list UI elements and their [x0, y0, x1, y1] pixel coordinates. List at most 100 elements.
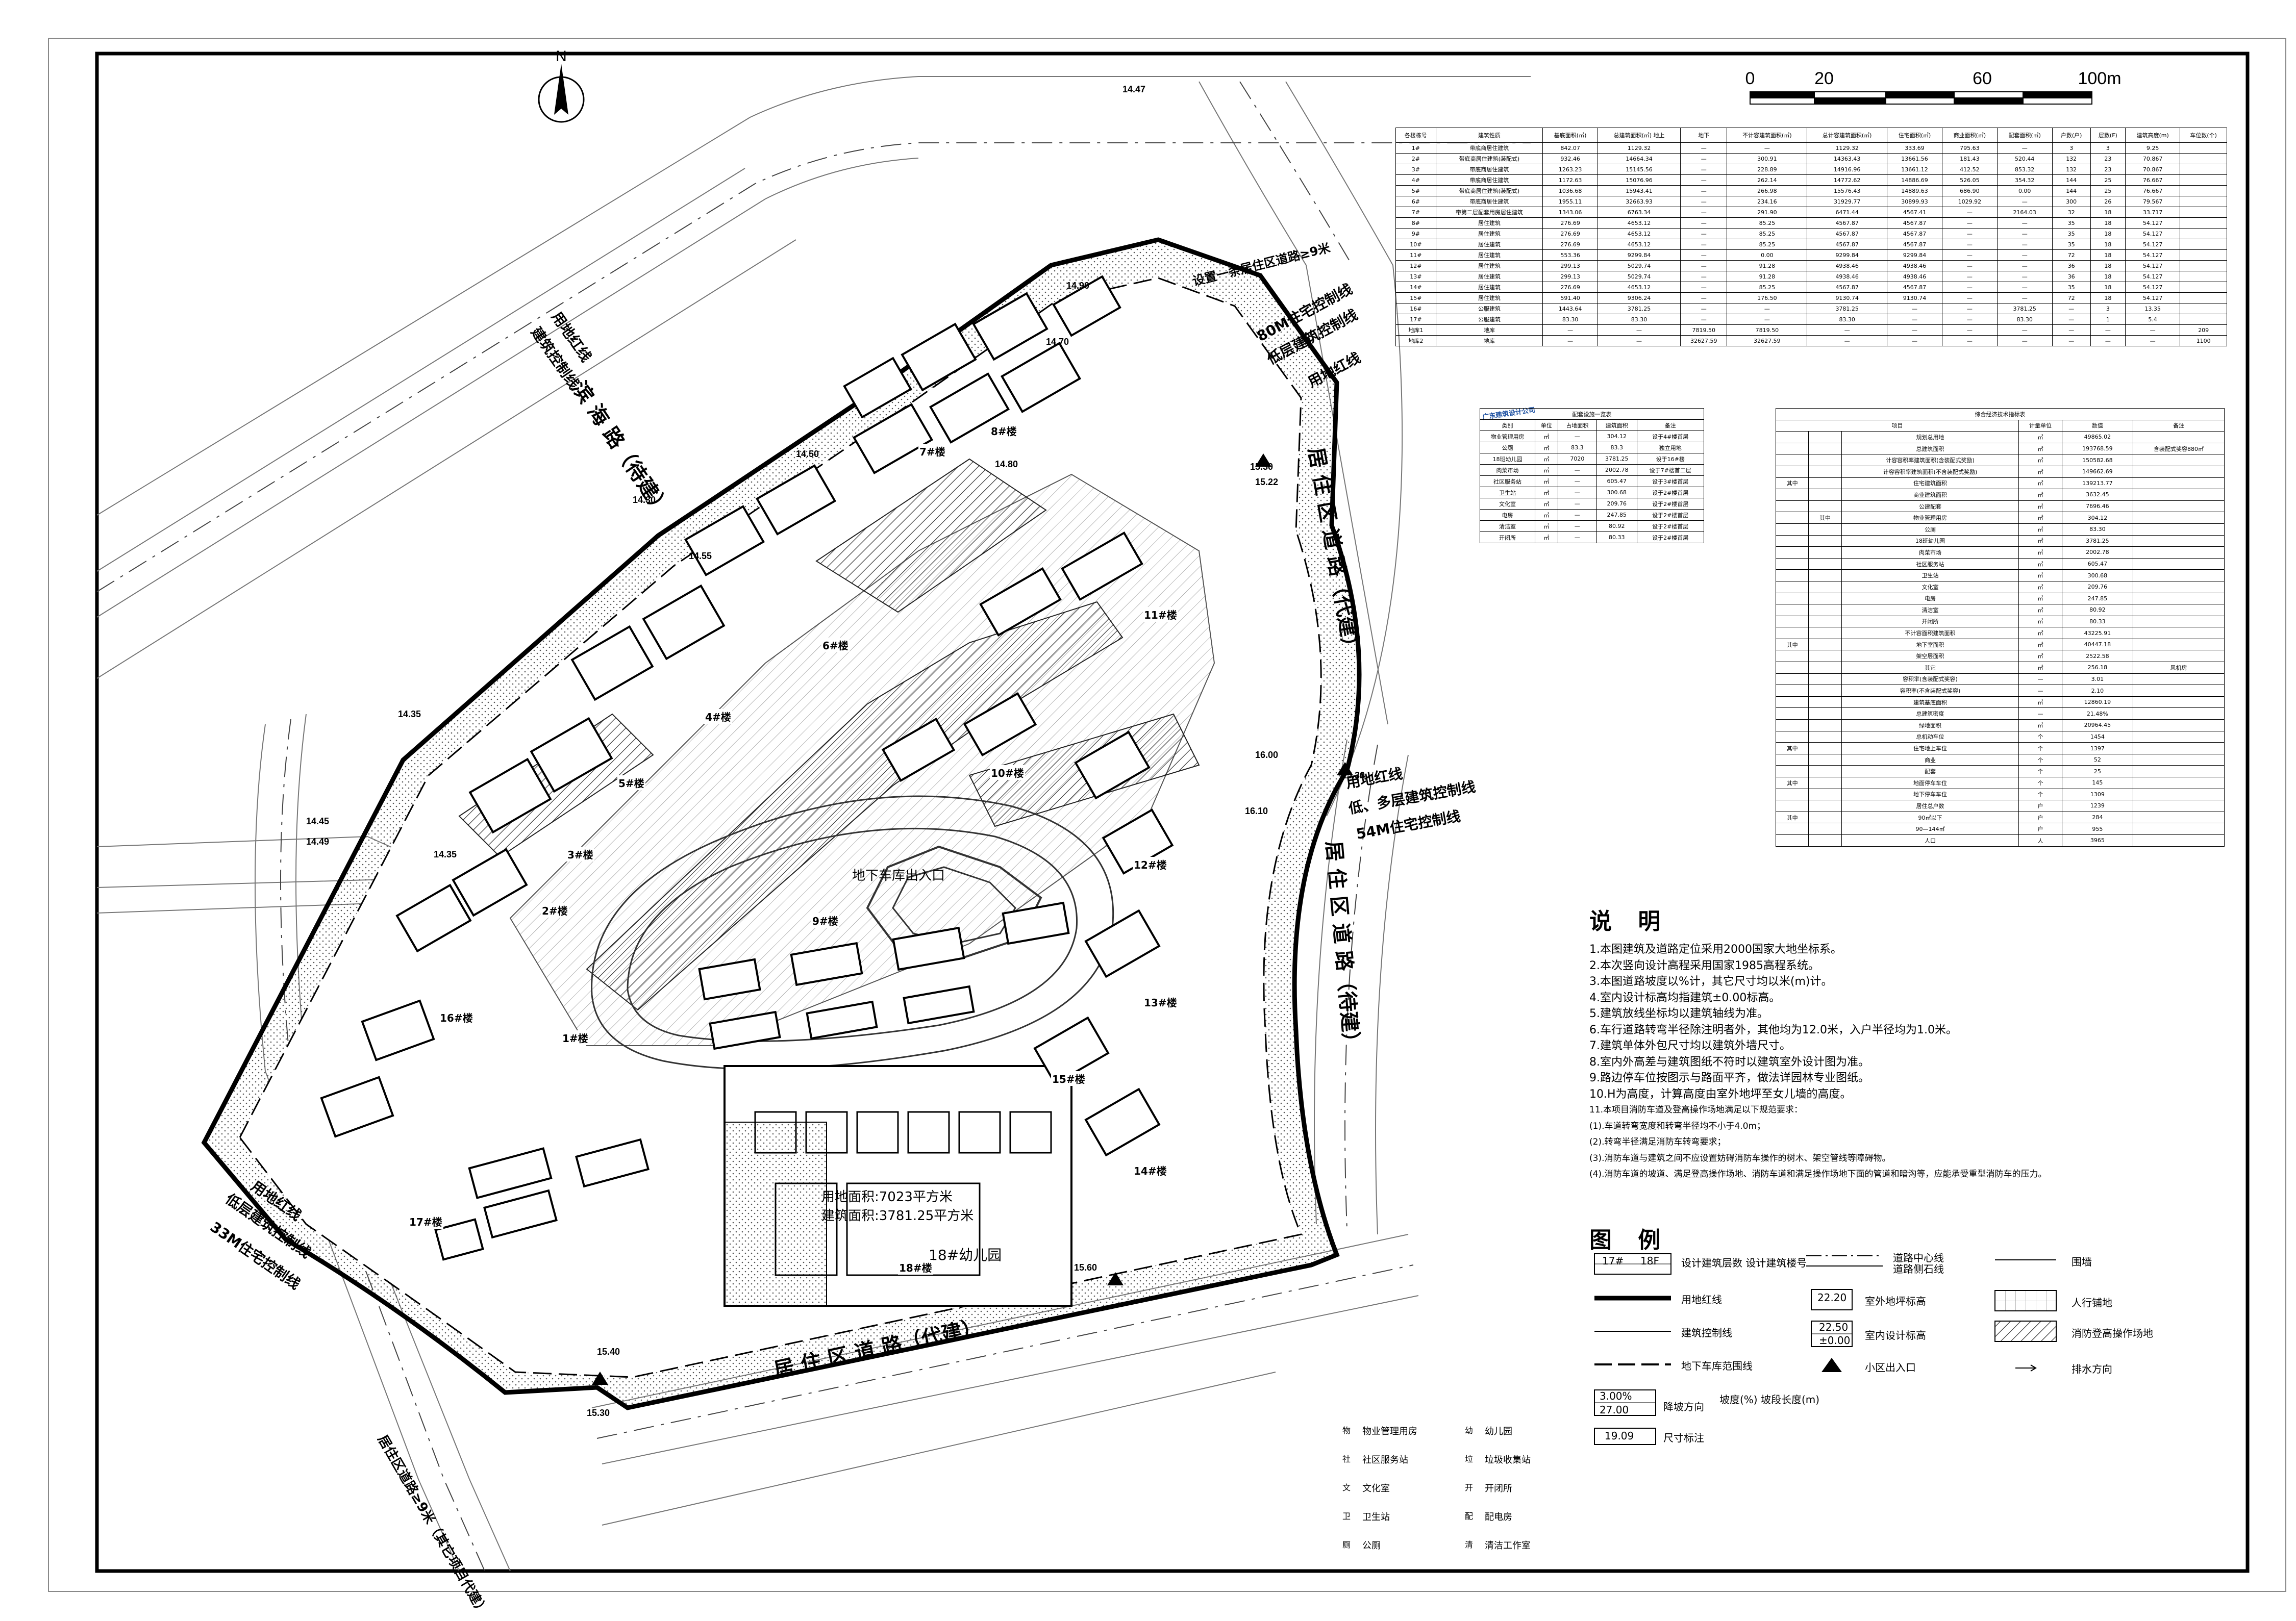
table-cell: ㎡: [2018, 662, 2062, 674]
table-cell: [2132, 777, 2225, 789]
elevation-label: 16.10: [1245, 806, 1268, 816]
table-cell: 85.25: [1727, 228, 1808, 239]
table-cell: 设于2#楼首层: [1636, 498, 1705, 510]
legend-symbols: [1594, 1253, 2057, 1445]
table-cell: 4#: [1395, 174, 1436, 186]
table-cell: 5029.74: [1597, 271, 1681, 282]
table-cell: [2132, 753, 2225, 766]
scale-bar: [1750, 91, 2092, 105]
bldg-col-header: 不计容建筑面积(㎡): [1727, 128, 1808, 143]
table-cell: 居住建筑: [1435, 292, 1543, 303]
table-cell: 247.85: [2061, 592, 2133, 605]
building-tag: 2#楼: [541, 903, 569, 918]
table-cell: 54.127: [2125, 292, 2181, 303]
elevation-label: 14.80: [995, 459, 1018, 469]
table-cell: 79.567: [2125, 196, 2181, 207]
table-cell: 设于16#楼: [1636, 453, 1705, 465]
table-cell: 商业: [1841, 753, 2019, 766]
table-cell: 5.4: [2125, 314, 2181, 325]
tower-footprint: [530, 717, 613, 793]
table-cell: 不计容面积建筑面积: [1841, 627, 2019, 639]
table-cell: 1129.32: [1807, 142, 1888, 154]
table-cell: 300: [2052, 196, 2091, 207]
table-cell: ㎡: [2018, 500, 2062, 513]
table-cell: 4567.87: [1887, 217, 1942, 229]
table-cell: ㎡: [2018, 580, 2062, 593]
school-label: 18#幼儿园: [929, 1247, 1002, 1263]
table-cell: 1343.06: [1542, 207, 1598, 218]
table-cell: —: [1941, 282, 1998, 293]
table-cell: 853.32: [1996, 164, 2053, 175]
table-cell: 3781.25: [1996, 303, 2053, 314]
table-cell: 居住总户数: [1841, 800, 2019, 812]
table-cell: [1808, 742, 1842, 754]
table-cell: [1808, 569, 1842, 581]
table-cell: [2180, 196, 2227, 207]
table-cell: [2180, 303, 2227, 314]
table-cell: [2132, 834, 2225, 847]
table-cell: —: [1557, 430, 1598, 442]
table-cell: [2132, 500, 2225, 513]
table-cell: —: [1941, 217, 1998, 229]
table-cell: —: [1941, 249, 1998, 261]
table-cell: —: [2125, 335, 2181, 346]
table-cell: 76.667: [2125, 174, 2181, 186]
eco-col-note: 备注: [2132, 419, 2225, 432]
table-cell: 4567.87: [1887, 282, 1942, 293]
table-cell: 54.127: [2125, 271, 2181, 282]
table-cell: 公厕: [1841, 523, 2019, 536]
table-cell: 14#: [1395, 282, 1436, 293]
table-cell: [1775, 546, 1809, 559]
table-cell: 6#: [1395, 196, 1436, 207]
abbr-symbol: 厕: [1342, 1540, 1351, 1550]
table-cell: [2180, 249, 2227, 261]
table-cell: [2132, 604, 2225, 616]
table-cell: 其中: [1775, 811, 1809, 824]
table-cell: 91.28: [1727, 260, 1808, 271]
table-cell: —: [1996, 324, 2053, 336]
tower-footprint: [901, 322, 977, 392]
table-cell: [1775, 685, 1809, 697]
table-cell: 520.44: [1996, 153, 2053, 164]
table-cell: 23: [2090, 164, 2126, 175]
residential-towers: [320, 275, 1174, 1261]
school-area-floor: 建筑面积:3781.25平方米: [821, 1208, 974, 1224]
table-cell: —: [1680, 196, 1728, 207]
abbr-symbol: 配: [1465, 1511, 1474, 1521]
table-cell: 4938.46: [1807, 260, 1888, 271]
table-cell: —: [1941, 260, 1998, 271]
table-cell: —: [1680, 142, 1728, 154]
table-cell: 居住建筑: [1435, 271, 1543, 282]
table-cell: [1775, 592, 1809, 605]
table-cell: 149662.69: [2061, 465, 2133, 478]
table-cell: 276.69: [1542, 282, 1598, 293]
table-cell: 4567.87: [1887, 239, 1942, 250]
table-cell: 90—144㎡: [1841, 823, 2019, 835]
table-cell: 0.00: [1996, 185, 2053, 196]
bldg-col-header: 总建筑面积(㎡) 地上: [1597, 128, 1681, 143]
table-cell: 139213.77: [2061, 477, 2133, 490]
table-cell: [2132, 580, 2225, 593]
table-cell: 卫生站: [1841, 569, 2019, 581]
table-cell: —: [1557, 464, 1598, 476]
bldg-col-header: 住宅面积(㎡): [1887, 128, 1942, 143]
tower-footprint: [1033, 1016, 1110, 1085]
tower-footprint: [709, 1010, 781, 1050]
table-cell: —: [1887, 324, 1942, 336]
table-cell: [2180, 239, 2227, 250]
table-cell: 955: [2061, 823, 2133, 835]
table-cell: 181.43: [1941, 153, 1998, 164]
table-cell: [2132, 730, 2225, 743]
table-cell: 容积率(含装配式奖容): [1841, 673, 2019, 686]
table-cell: 其它: [1841, 662, 2019, 674]
table-cell: 其中: [1808, 512, 1842, 524]
abbr-label: 垃圾收集站: [1485, 1455, 1531, 1465]
table-cell: 15#: [1395, 292, 1436, 303]
